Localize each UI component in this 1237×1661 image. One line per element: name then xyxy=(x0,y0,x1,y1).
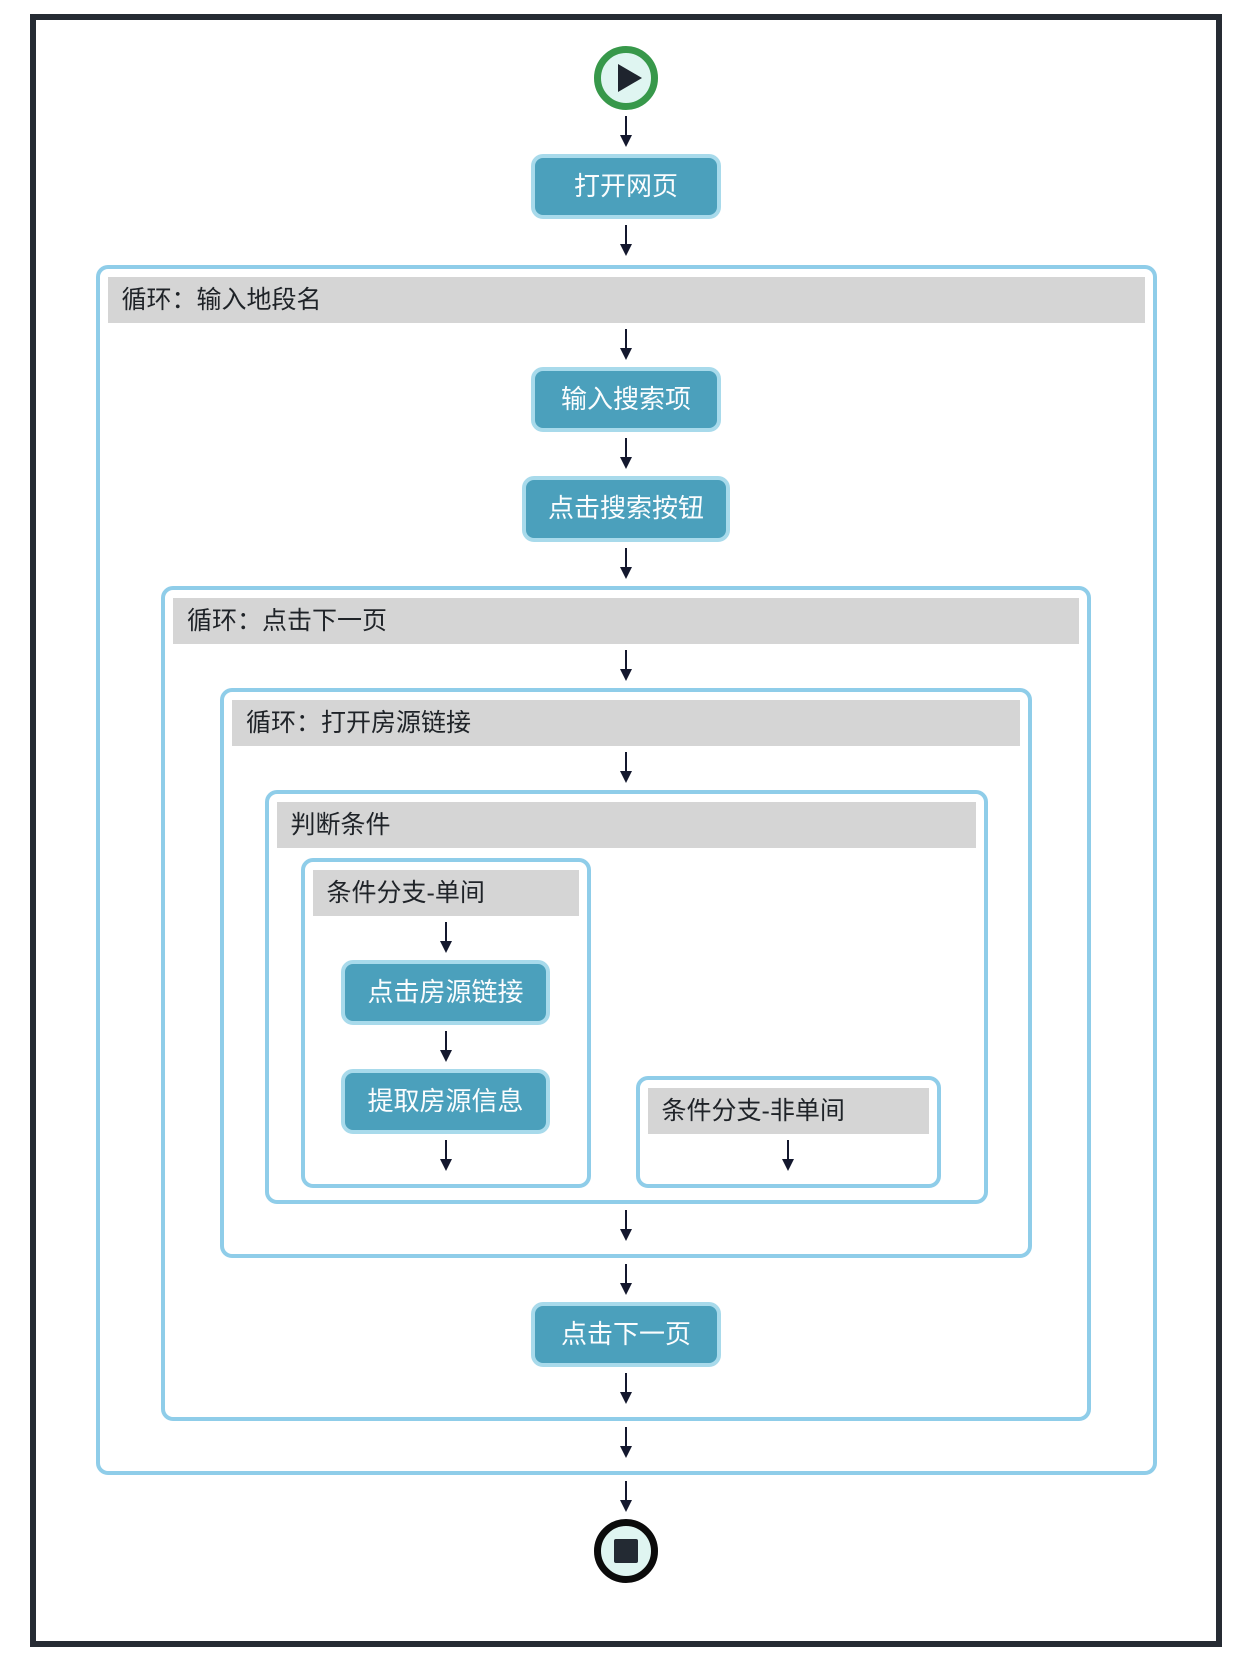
main-flow: 打开网页 循环：输入地段名 输入搜索项 点击搜索按钮 xyxy=(36,20,1216,1584)
arrow-down-icon xyxy=(620,225,632,257)
loop-header-input-area[interactable]: 循环：输入地段名 xyxy=(107,277,1145,324)
loop-container-input-area: 循环：输入地段名 输入搜索项 点击搜索按钮 循环：点击下一页 xyxy=(95,265,1157,1476)
branch-container-non-single: 条件分支-非单间 xyxy=(635,1075,941,1188)
branch-header-non-single[interactable]: 条件分支-非单间 xyxy=(647,1087,929,1134)
arrow-down-icon xyxy=(620,1373,632,1405)
arrow-down-icon xyxy=(620,751,632,783)
branch-container-single: 条件分支-单间 点击房源链接 xyxy=(300,857,591,1188)
end-icon[interactable] xyxy=(594,1519,658,1584)
workflow-canvas: 打开网页 循环：输入地段名 输入搜索项 点击搜索按钮 xyxy=(30,14,1222,1647)
loop-header-open-listing[interactable]: 循环：打开房源链接 xyxy=(232,699,1020,746)
arrow-down-icon xyxy=(620,1427,632,1459)
loop-container-next-page: 循环：点击下一页 循环：打开房源链接 xyxy=(161,585,1091,1422)
step-click-search[interactable]: 点击搜索按钮 xyxy=(521,476,730,542)
arrow-down-icon xyxy=(439,1139,452,1171)
arrow-down-icon xyxy=(620,329,632,361)
arrow-down-icon xyxy=(782,1139,794,1171)
arrow-down-icon xyxy=(439,1030,452,1062)
step-click-next-page[interactable]: 点击下一页 xyxy=(531,1301,721,1368)
branch-header-single[interactable]: 条件分支-单间 xyxy=(312,869,579,916)
step-input-search[interactable]: 输入搜索项 xyxy=(531,367,721,433)
start-icon[interactable] xyxy=(594,46,658,110)
arrow-down-icon xyxy=(620,1481,632,1513)
arrow-down-icon xyxy=(620,116,632,147)
play-icon xyxy=(618,64,642,92)
condition-branches: 条件分支-单间 点击房源链接 xyxy=(269,848,984,1200)
loop-header-next-page[interactable]: 循环：点击下一页 xyxy=(173,597,1079,644)
stop-icon xyxy=(614,1539,638,1564)
loop-container-open-listing: 循环：打开房源链接 判断条件 条件分支-单间 xyxy=(220,687,1032,1258)
condition-container: 判断条件 条件分支-单间 点击房源链接 xyxy=(264,789,988,1204)
step-click-listing[interactable]: 点击房源链接 xyxy=(341,959,550,1025)
arrow-down-icon xyxy=(620,438,632,470)
step-open-page[interactable]: 打开网页 xyxy=(531,154,721,220)
arrow-down-icon xyxy=(439,921,452,953)
step-extract-listing[interactable]: 提取房源信息 xyxy=(341,1068,550,1134)
condition-header[interactable]: 判断条件 xyxy=(276,801,976,848)
arrow-down-icon xyxy=(620,1263,632,1295)
arrow-down-icon xyxy=(620,1209,632,1241)
arrow-down-icon xyxy=(620,547,632,579)
arrow-down-icon xyxy=(620,649,632,681)
